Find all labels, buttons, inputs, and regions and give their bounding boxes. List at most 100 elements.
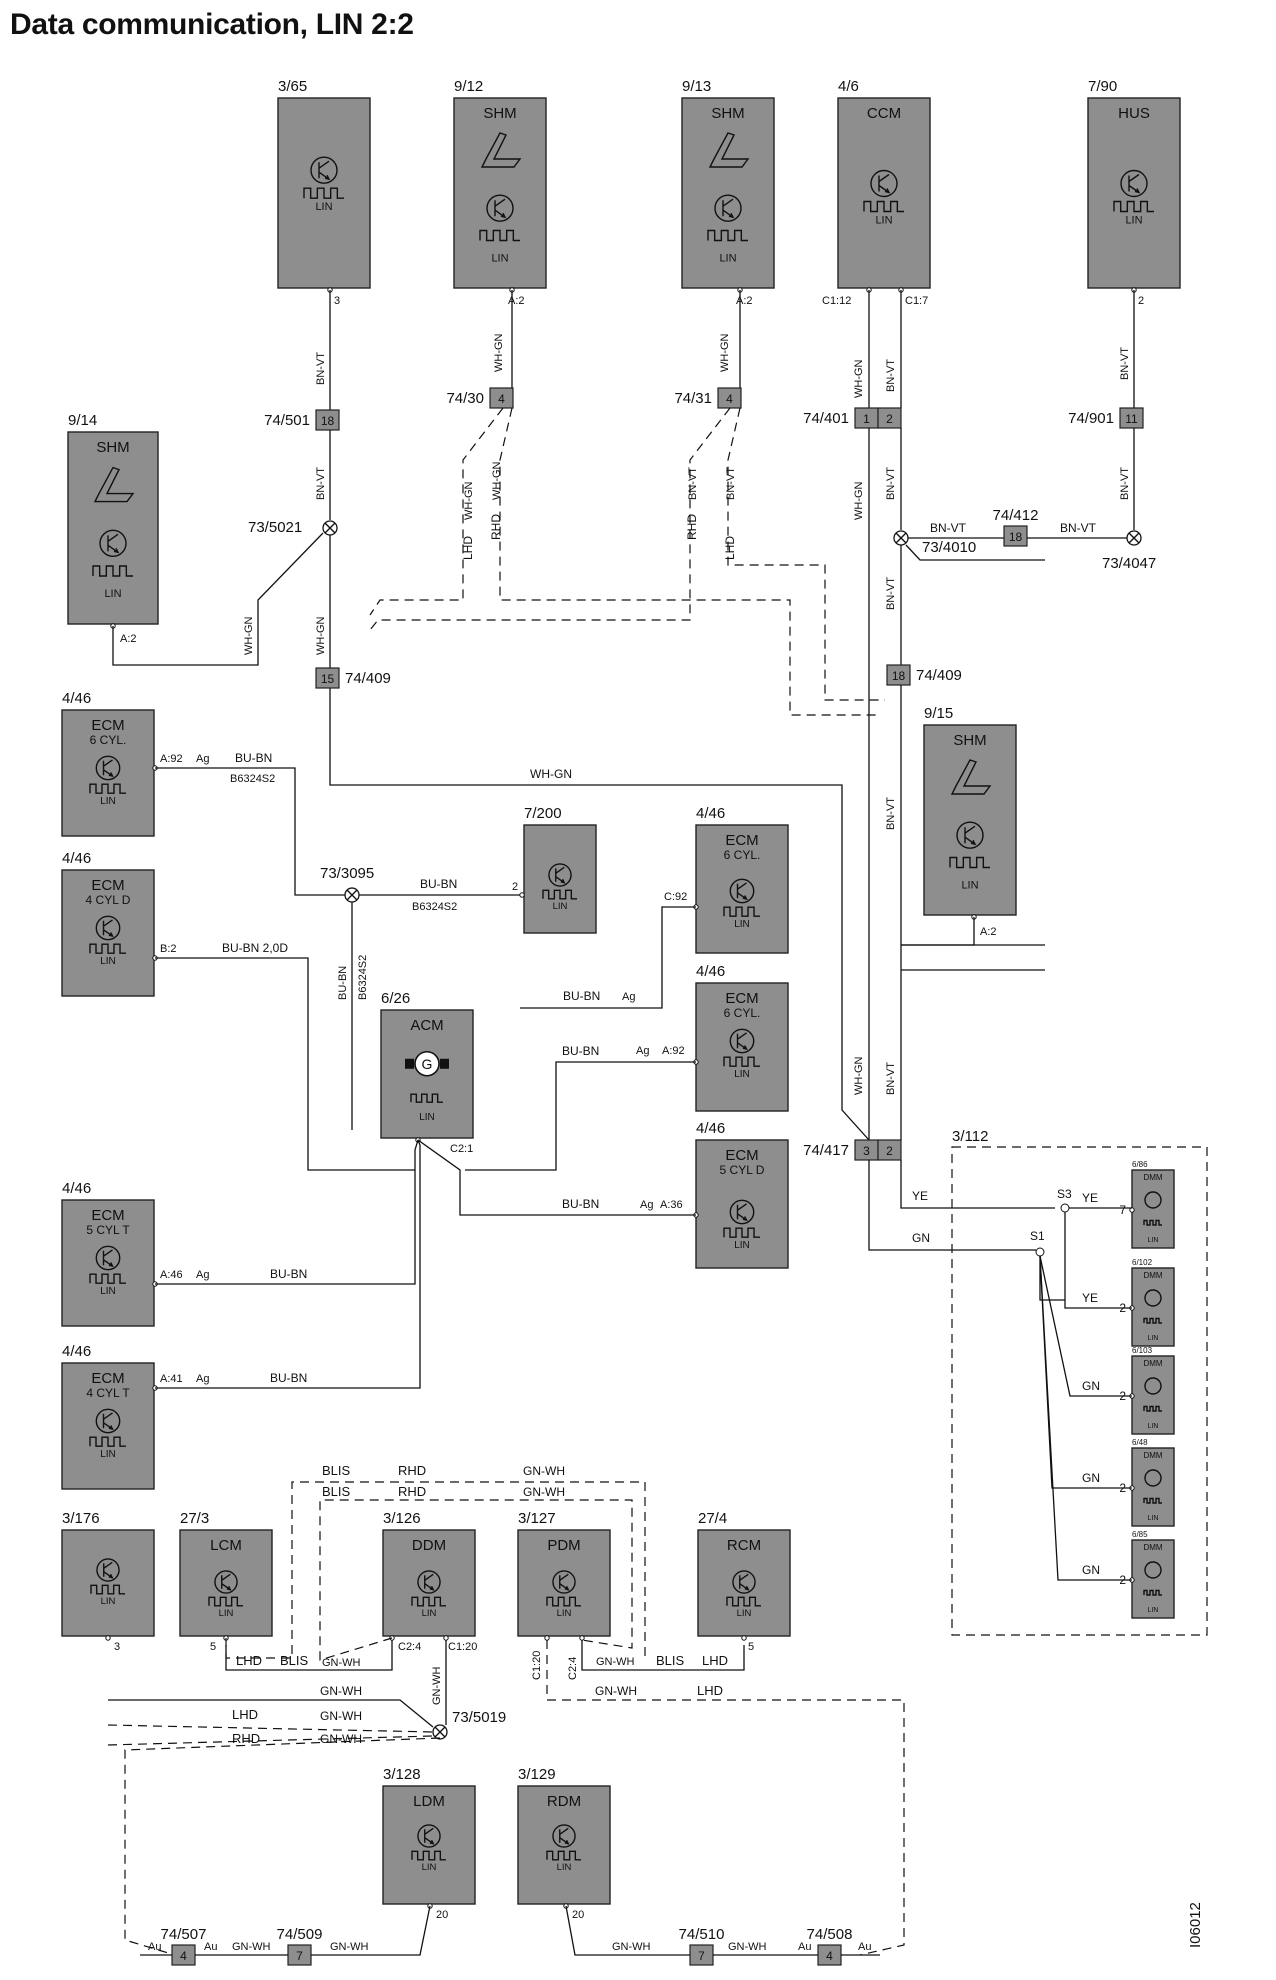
transistor-icon xyxy=(1120,169,1148,198)
module-name: SHM xyxy=(483,105,516,122)
module-id: 4/46 xyxy=(62,1180,91,1197)
lin-label: LIN xyxy=(315,201,332,213)
module-name: ECM xyxy=(91,877,124,894)
transistor-icon xyxy=(95,1245,121,1271)
pin-label: B:2 xyxy=(160,943,177,955)
connector-74-507: 474/507 xyxy=(161,1926,206,1966)
transistor-symbol xyxy=(555,866,566,884)
seat-icon xyxy=(93,466,135,503)
pin-terminal xyxy=(105,1635,111,1641)
module-id: 27/3 xyxy=(180,1510,209,1527)
ecm-4cyld-wire xyxy=(155,957,415,1171)
connector-id: 74/501 xyxy=(264,412,310,429)
wire-color-label: B6324S2 xyxy=(230,773,275,785)
module-id: 4/46 xyxy=(62,690,91,707)
seat-icon xyxy=(480,132,522,168)
connector-pin xyxy=(1119,407,1144,429)
module-name: DMM xyxy=(1143,1173,1162,1182)
splice-73-5021: 73/5021 xyxy=(248,519,338,536)
shm-914-wire xyxy=(112,532,324,666)
pin-label: 5 xyxy=(210,1641,216,1653)
connector-pin-number: 4 xyxy=(826,1949,833,1963)
lin-label: LIN xyxy=(875,215,892,227)
wire xyxy=(1039,1255,1132,1397)
pulse-signal-icon xyxy=(1143,1405,1162,1412)
transistor-icon xyxy=(870,169,898,198)
pulse-signal-icon xyxy=(1113,200,1154,213)
route-label: LHD xyxy=(702,1653,728,1668)
lin-label: LIN xyxy=(557,1862,572,1873)
wire-color-label: BN-VT xyxy=(1060,521,1097,535)
pin-terminal xyxy=(544,1635,550,1641)
shm-915-wire xyxy=(901,917,975,946)
module-box xyxy=(695,824,789,954)
route-label: RHD xyxy=(489,514,503,540)
lin-label: LIN xyxy=(1148,1515,1159,1522)
pin-label: 3 xyxy=(114,1641,120,1653)
pin-label: A:36 xyxy=(660,1199,683,1211)
module-name: CCM xyxy=(867,105,901,122)
pin-label: A:2 xyxy=(980,926,997,938)
lin-label: LIN xyxy=(1125,215,1142,227)
module-id: 3/65 xyxy=(278,78,307,95)
module-box xyxy=(61,709,155,837)
route-label: RHD xyxy=(398,1463,426,1478)
pin-label: A:92 xyxy=(160,753,183,765)
wire-color-label: BN-VT xyxy=(885,797,897,830)
wire-color-label: BU-BN xyxy=(270,1371,307,1385)
splice-s1 xyxy=(1035,1247,1045,1257)
wire-color-label: GN-WH xyxy=(612,1941,651,1953)
pin-label: C1:12 xyxy=(822,295,851,307)
route-label: BLIS xyxy=(280,1653,309,1668)
lhd-feed xyxy=(107,1724,434,1733)
s1-branch-wire xyxy=(1039,1256,1065,1301)
lin-label: LIN xyxy=(219,1608,234,1619)
wire-color-label: B6324S2 xyxy=(412,901,457,913)
route-label: LHD xyxy=(697,1683,723,1698)
transistor-symbol xyxy=(107,533,120,554)
lin-label: LIN xyxy=(1148,1423,1159,1430)
wire-color-label: GN-WH xyxy=(232,1941,271,1953)
pin-label: Ag xyxy=(636,1045,649,1057)
ecm-6cyl-wire xyxy=(155,767,355,896)
wire-color-label: WH-GN xyxy=(493,333,505,372)
wire-color-label: WH-GN xyxy=(315,616,327,655)
pin-label: 2 xyxy=(512,881,518,893)
connector-id: 74/412 xyxy=(993,507,1039,524)
rhd-feed xyxy=(107,1735,434,1746)
connector-74-509: 774/509 xyxy=(277,1926,322,1966)
module-name: DMM xyxy=(1143,1359,1162,1368)
pulse-signal-icon xyxy=(303,187,344,199)
splice-id: 73/5021 xyxy=(248,519,302,536)
route-label: LHD xyxy=(723,536,737,560)
pin-label: 20 xyxy=(572,1909,584,1921)
pulse-signal-icon xyxy=(1143,1589,1162,1596)
transistor-icon xyxy=(310,156,338,184)
route-label: BLIS xyxy=(322,1484,351,1499)
module-name: ECM xyxy=(725,832,758,849)
pulse-signal-icon xyxy=(92,565,133,577)
transistor-icon xyxy=(956,821,984,849)
transistor-symbol xyxy=(494,198,507,219)
module-variant: 4 CYL T xyxy=(86,1386,130,1400)
module-name: RDM xyxy=(547,1793,581,1810)
module-id: 7/200 xyxy=(524,805,562,822)
pulse-signal-icon xyxy=(863,200,904,213)
connector-pin-number: 7 xyxy=(296,1949,303,1963)
module-name: DMM xyxy=(1143,1451,1162,1460)
wire-color-label: BN-VT xyxy=(687,467,699,500)
route-label: BLIS xyxy=(322,1463,351,1478)
module-box xyxy=(179,1529,273,1637)
pin-terminal xyxy=(443,1635,449,1641)
connector-pin xyxy=(877,1139,902,1161)
